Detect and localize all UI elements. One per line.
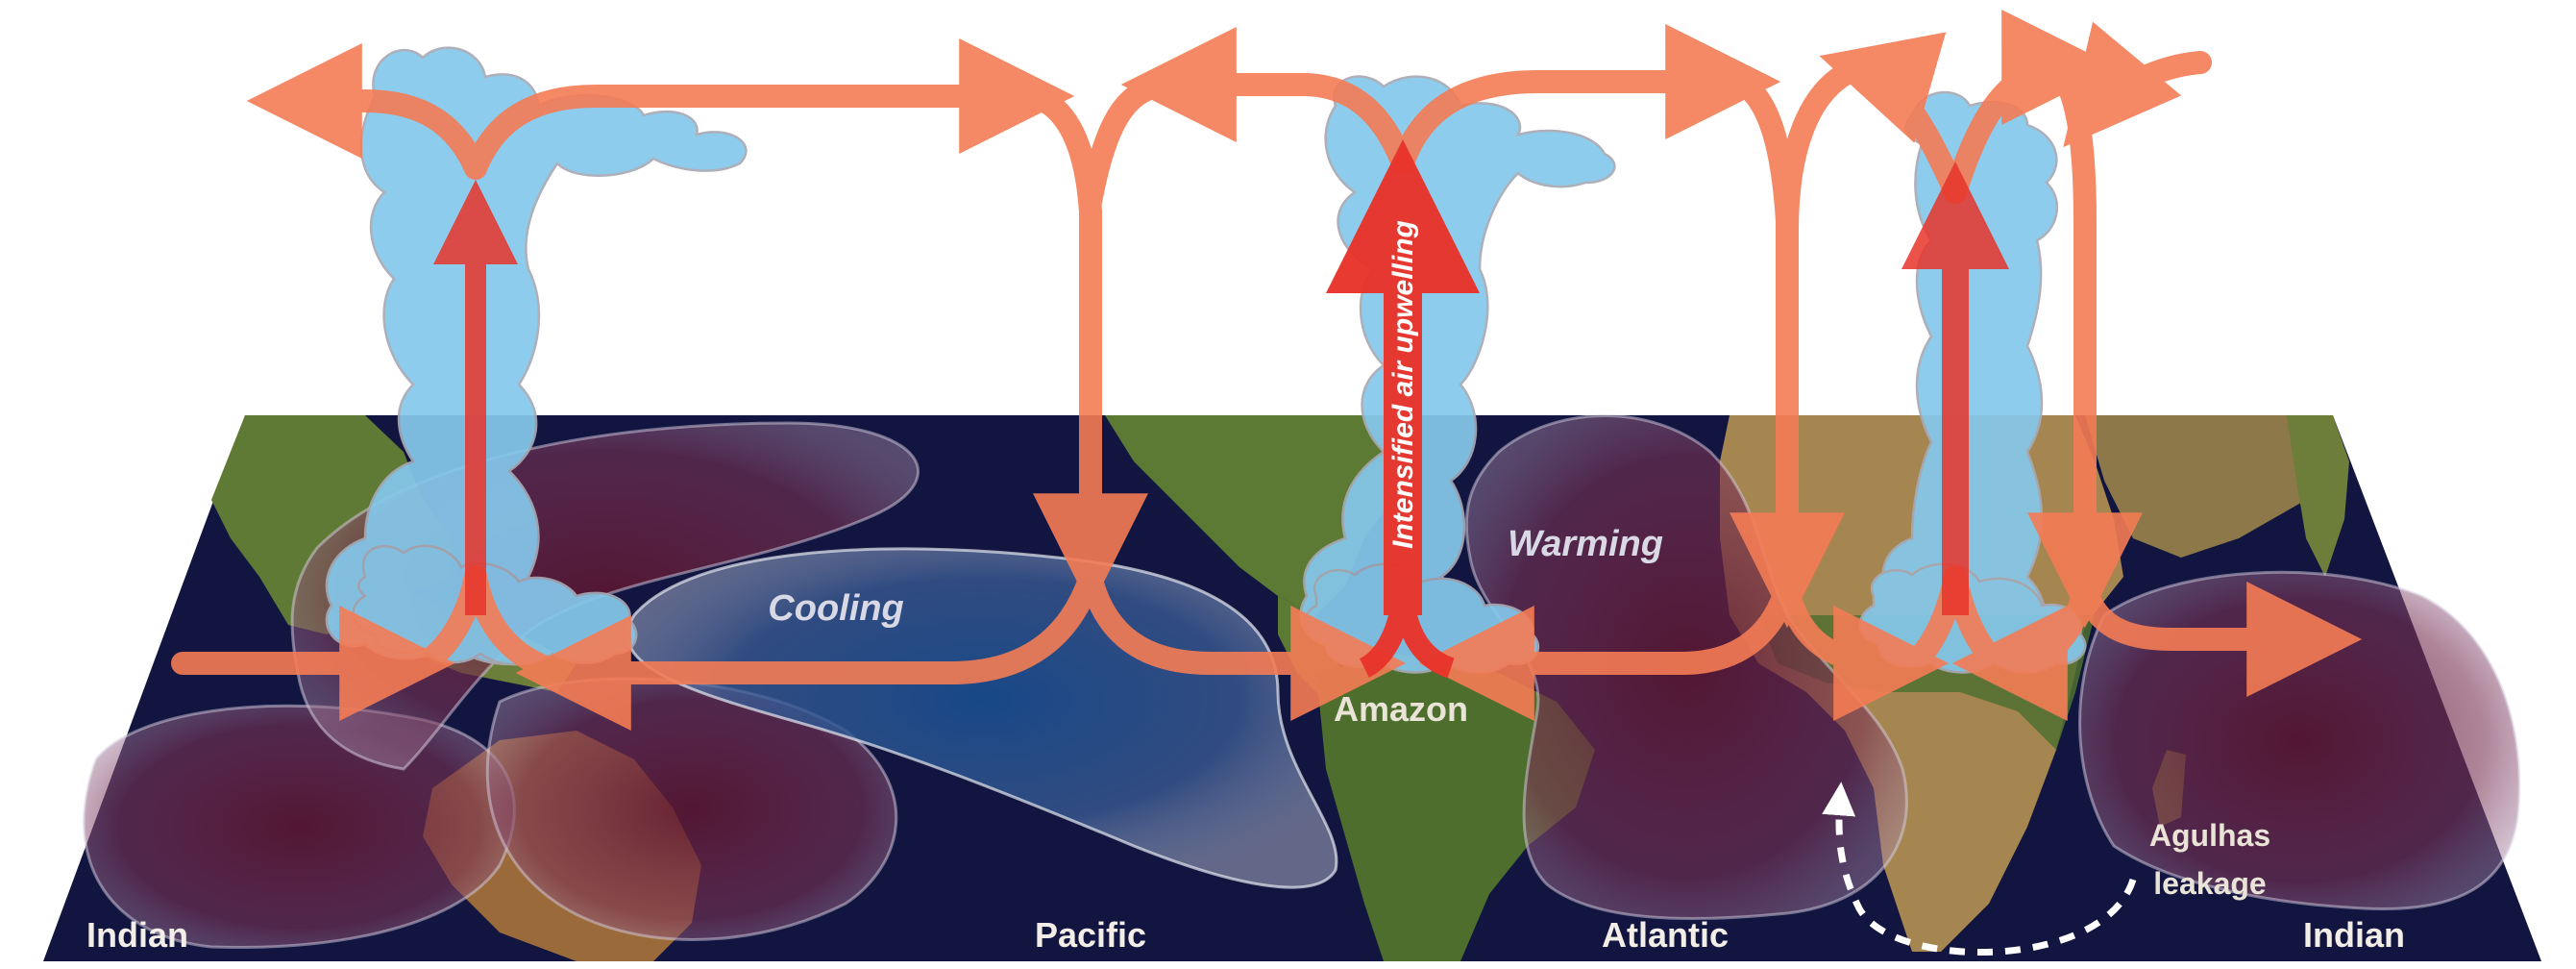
south-america-landmass <box>1316 654 1595 961</box>
india-landmass <box>2287 415 2349 577</box>
upper-flow-east-arrow <box>464 38 1075 180</box>
surface-flow-indian-eastward-arrow <box>2073 575 2363 697</box>
upper-outflow-west-arrow <box>246 43 487 180</box>
upwelling-label: Intensified air upwelling <box>1387 220 1419 549</box>
amazon-label: Amazon <box>1334 689 1468 729</box>
warming-anomaly-indian-east <box>2078 570 2521 911</box>
ocean-label-pacific: Pacific <box>1035 915 1146 955</box>
indian-upper-inflow-arrow <box>2063 21 2212 148</box>
labels: Cooling Warming Amazon Intensified air u… <box>86 220 2405 955</box>
arabia-landmass <box>2085 415 2344 558</box>
surface-flow-pacific-westward-arrow <box>515 565 1102 731</box>
surface-flow-atlantic-eastward-arrow <box>1776 575 1950 721</box>
upwelling-arrows <box>433 162 2009 615</box>
cooling-anomaly-pacific <box>626 547 1338 889</box>
ocean-label-atlantic: Atlantic <box>1602 915 1729 955</box>
ocean-label-indian-east: Indian <box>2303 915 2405 955</box>
amazon-surface-convergence-right <box>1392 594 1455 679</box>
agulhas-label-line1: Agulhas <box>2149 818 2270 853</box>
africa-loop-left <box>1776 56 1871 242</box>
warming-label: Warming <box>1508 524 1663 564</box>
pacific-subsidence-link <box>1079 73 1174 213</box>
amazon-upwelling <box>1326 139 1480 679</box>
agulhas-label-line2: leakage <box>2153 866 2266 901</box>
ocean-label-indian-west: Indian <box>86 915 188 955</box>
surface-flow-pacific-eastward-arrow <box>1079 565 1407 721</box>
cooling-label: Cooling <box>768 588 903 629</box>
